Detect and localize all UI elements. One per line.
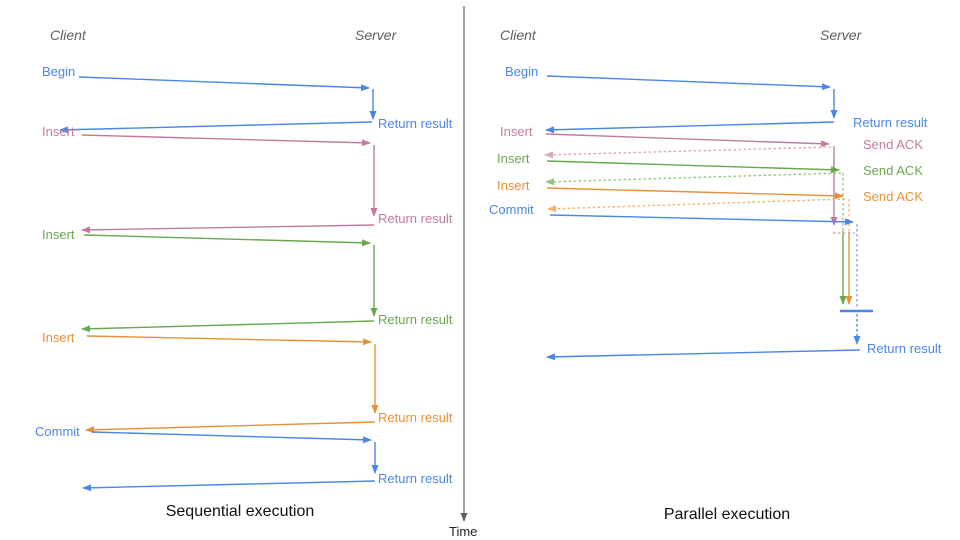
par-commit-label: Commit bbox=[489, 202, 534, 217]
par-begin-label: Begin bbox=[505, 64, 539, 79]
seq-insert1-request-line bbox=[81, 134, 371, 147]
par-begin-return-label: Return result bbox=[853, 115, 928, 130]
seq-begin-return-label: Return result bbox=[378, 116, 453, 131]
par-begin-return-line bbox=[545, 121, 835, 134]
seq-begin-request-line bbox=[78, 76, 370, 92]
seq-insert1-return-label: Return result bbox=[378, 211, 453, 226]
par-insert2-ack-label: Send ACK bbox=[863, 163, 923, 178]
seq-insert2-label: Insert bbox=[42, 227, 75, 242]
par-commit-request-line bbox=[549, 214, 854, 226]
seq-commit-label: Commit bbox=[35, 424, 80, 439]
par-insert3-flow bbox=[546, 187, 853, 305]
par-insert2-flow bbox=[545, 160, 847, 305]
seq-insert2-return-line bbox=[81, 320, 375, 333]
seq-commit-return-line bbox=[82, 480, 376, 492]
par-insert1-flow bbox=[544, 133, 838, 226]
par-commit-return-label: Return result bbox=[867, 341, 942, 356]
seq-insert2-return-label: Return result bbox=[378, 312, 453, 327]
par-insert3-ack-label: Send ACK bbox=[863, 189, 923, 204]
seq-insert2-flow bbox=[81, 234, 378, 333]
seq-insert1-flow bbox=[81, 134, 378, 234]
par-insert1-ack-line bbox=[544, 146, 832, 159]
par-insert2-label: Insert bbox=[497, 151, 530, 166]
seq-client-header: Client bbox=[50, 27, 86, 43]
par-client-header: Client bbox=[500, 27, 536, 43]
par-insert3-label: Insert bbox=[497, 178, 530, 193]
time-axis-label: Time bbox=[449, 524, 478, 539]
seq-begin-flow bbox=[59, 76, 377, 134]
seq-insert3-flow bbox=[85, 335, 379, 434]
sequential-diagram bbox=[59, 76, 379, 492]
seq-begin-label: Begin bbox=[42, 64, 76, 79]
seq-insert3-request-line bbox=[86, 335, 372, 346]
par-server-header: Server bbox=[820, 27, 862, 43]
seq-server-header: Server bbox=[355, 27, 397, 43]
seq-begin-return-line bbox=[59, 121, 373, 134]
par-commit-return-line bbox=[546, 349, 861, 361]
seq-commit-return-label: Return result bbox=[378, 471, 453, 486]
par-insert3-ack-line bbox=[547, 198, 846, 213]
seq-commit-flow bbox=[82, 431, 379, 492]
seq-insert3-return-line bbox=[85, 421, 376, 434]
par-insert2-request-line bbox=[546, 160, 840, 174]
seq-insert2-request-line bbox=[83, 234, 371, 247]
par-commit-flow bbox=[546, 214, 873, 361]
par-begin-flow bbox=[545, 75, 838, 134]
par-begin-request-line bbox=[546, 75, 831, 91]
sequential-title: Sequential execution bbox=[165, 503, 315, 520]
seq-insert1-return-line bbox=[81, 224, 375, 234]
parallel-diagram bbox=[544, 75, 873, 361]
par-insert3-request-line bbox=[546, 187, 844, 200]
seq-insert1-label: Insert bbox=[42, 124, 75, 139]
parallel-title: Parallel execution bbox=[663, 506, 791, 523]
seq-commit-request-line bbox=[91, 431, 372, 444]
par-insert2-ack-line bbox=[545, 172, 842, 186]
par-insert1-request-line bbox=[545, 133, 830, 148]
seq-insert3-return-label: Return result bbox=[378, 410, 453, 425]
seq-insert3-label: Insert bbox=[42, 330, 75, 345]
par-insert1-label: Insert bbox=[500, 124, 533, 139]
par-insert1-ack-label: Send ACK bbox=[863, 137, 923, 152]
